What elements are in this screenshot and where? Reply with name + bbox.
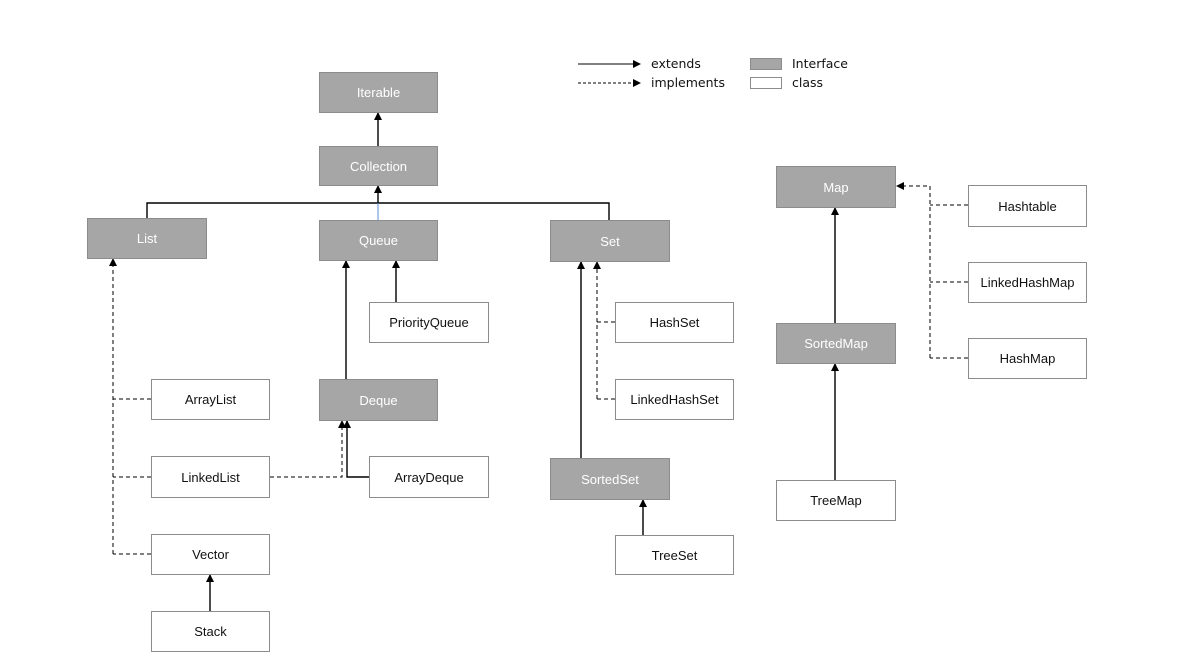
node-arraydeque[interactable]: ArrayDeque — [369, 456, 489, 498]
node-treeset[interactable]: TreeSet — [615, 535, 734, 575]
node-list[interactable]: List — [87, 218, 207, 259]
node-hashtable[interactable]: Hashtable — [968, 185, 1087, 227]
node-priorityqueue[interactable]: PriorityQueue — [369, 302, 489, 343]
node-hashset[interactable]: HashSet — [615, 302, 734, 343]
edge-map-implements-trunk — [896, 182, 931, 358]
node-map[interactable]: Map — [776, 166, 896, 208]
node-linkedlist[interactable]: LinkedList — [151, 456, 270, 498]
legend-interface-label: Interface — [792, 56, 848, 71]
node-hashmap[interactable]: HashMap — [968, 338, 1087, 379]
edge-list-collection — [146, 202, 378, 218]
node-sortedmap[interactable]: SortedMap — [776, 323, 896, 364]
edge-set-collection — [378, 202, 610, 220]
legend-extends-label: extends — [651, 56, 701, 71]
legend-interface-swatch — [750, 58, 782, 70]
node-deque[interactable]: Deque — [319, 379, 438, 421]
legend-class-label: class — [792, 75, 824, 90]
node-queue[interactable]: Queue — [319, 220, 438, 261]
legend-implements-label: implements — [651, 75, 725, 90]
node-arraylist[interactable]: ArrayList — [151, 379, 270, 420]
node-linkedhashmap[interactable]: LinkedHashMap — [968, 262, 1087, 303]
node-collection[interactable]: Collection — [319, 146, 438, 186]
node-vector[interactable]: Vector — [151, 534, 270, 575]
node-treemap[interactable]: TreeMap — [776, 480, 896, 521]
edge-linkedlist-deque — [270, 420, 346, 478]
node-stack[interactable]: Stack — [151, 611, 270, 652]
node-set[interactable]: Set — [550, 220, 670, 262]
node-iterable[interactable]: Iterable — [319, 72, 438, 113]
edge-arraydeque-deque — [343, 420, 369, 478]
legend-class-swatch — [750, 77, 782, 89]
node-linkedhashset[interactable]: LinkedHashSet — [615, 379, 734, 420]
node-sortedset[interactable]: SortedSet — [550, 458, 670, 500]
